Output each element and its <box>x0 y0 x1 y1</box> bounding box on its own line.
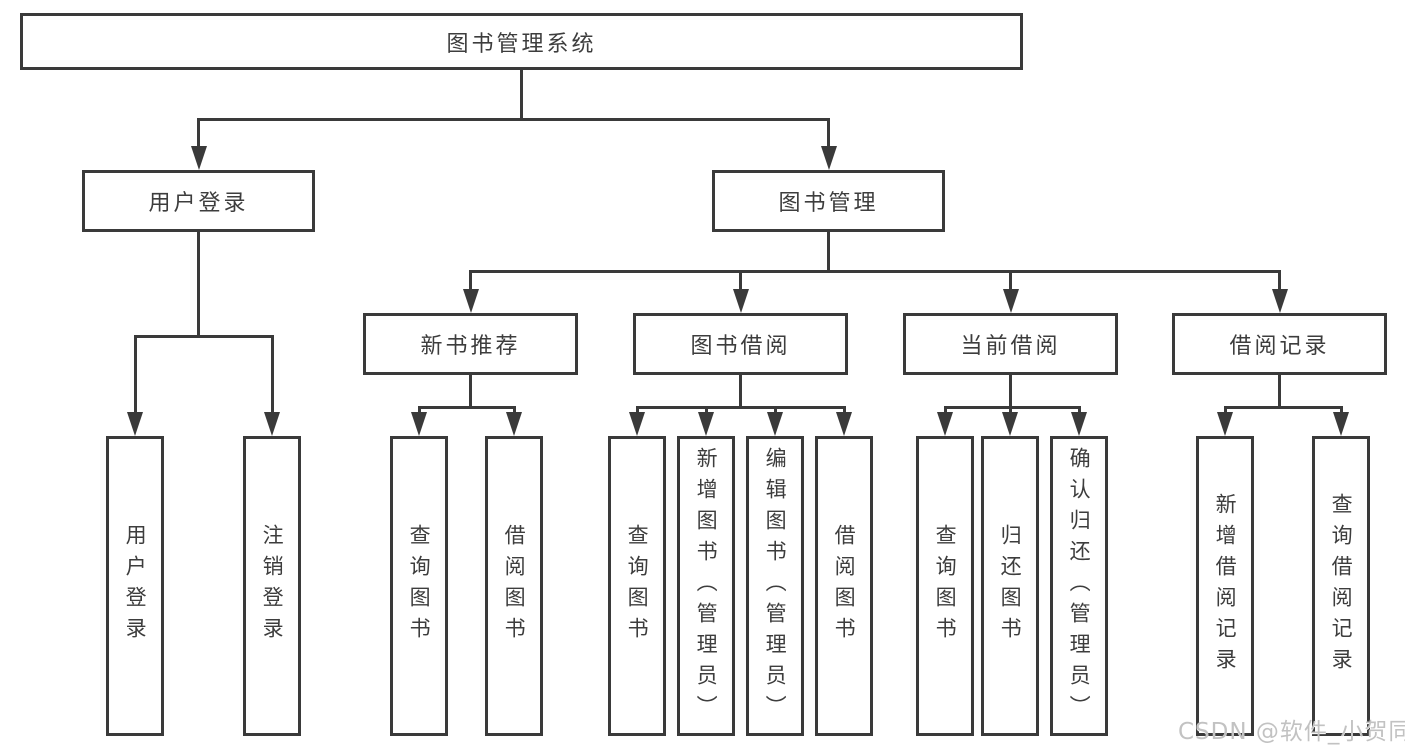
connector-line-h <box>133 335 274 338</box>
connector-line-h <box>1223 406 1343 409</box>
arrow-down-icon <box>190 146 207 170</box>
leaf-nb-query-books-label: 查询图书 <box>407 524 432 648</box>
leaf-user-login-label: 用户登录 <box>123 524 148 648</box>
node-current-borrow-label: 当前借阅 <box>960 334 1061 359</box>
arrow-down-icon <box>506 412 522 436</box>
arrow-down-icon <box>732 289 749 313</box>
connector-line-v <box>827 118 830 152</box>
arrow-down-icon <box>836 412 852 436</box>
arrow-down-icon <box>629 412 645 436</box>
leaf-bb-edit-books-admin-label: 编辑图书（管理员） <box>763 446 788 726</box>
leaf-nb-query-books: 查询图书 <box>390 436 448 736</box>
leaf-user-login: 用户登录 <box>106 436 164 736</box>
node-borrow-records-label: 借阅记录 <box>1229 334 1330 359</box>
node-borrow-records: 借阅记录 <box>1172 313 1387 375</box>
leaf-cb-query-books: 查询图书 <box>916 436 974 736</box>
leaf-bb-add-books-admin-label: 新增图书（管理员） <box>694 446 719 726</box>
leaf-br-query-record: 查询借阅记录 <box>1312 436 1370 736</box>
connector-line-v <box>469 270 472 295</box>
leaf-bb-add-books-admin: 新增图书（管理员） <box>677 436 735 736</box>
leaf-cb-confirm-return-admin-label: 确认归还（管理员） <box>1067 446 1092 726</box>
leaf-bb-borrow-books: 借阅图书 <box>815 436 873 736</box>
arrow-down-icon <box>1071 412 1087 436</box>
connector-line-v <box>739 375 742 409</box>
leaf-cb-confirm-return-admin: 确认归还（管理员） <box>1050 436 1108 736</box>
leaf-cb-return-books: 归还图书 <box>981 436 1039 736</box>
leaf-bb-edit-books-admin: 编辑图书（管理员） <box>746 436 804 736</box>
connector-line-v <box>469 375 472 409</box>
connector-line-h <box>197 118 830 121</box>
arrow-down-icon <box>767 412 783 436</box>
connector-line-v <box>520 70 523 121</box>
node-current-borrow: 当前借阅 <box>903 313 1118 375</box>
node-book-management-label: 图书管理 <box>778 191 879 216</box>
node-book-borrow-label: 图书借阅 <box>690 334 791 359</box>
leaf-br-query-record-label: 查询借阅记录 <box>1329 493 1354 679</box>
leaf-nb-borrow-books: 借阅图书 <box>485 436 543 736</box>
leaf-logout-label: 注销登录 <box>260 524 285 648</box>
arrow-down-icon <box>411 412 427 436</box>
connector-line-h <box>635 406 846 409</box>
arrow-down-icon <box>1333 412 1349 436</box>
connector-line-v <box>1278 270 1281 295</box>
arrow-down-icon <box>264 412 280 436</box>
node-root: 图书管理系统 <box>20 13 1023 70</box>
node-root-label: 图书管理系统 <box>446 31 597 57</box>
connector-line-v <box>827 232 830 273</box>
arrow-down-icon <box>1217 412 1233 436</box>
leaf-bb-borrow-books-label: 借阅图书 <box>832 524 857 648</box>
connector-line-v <box>270 335 274 418</box>
leaf-nb-borrow-books-label: 借阅图书 <box>502 524 527 648</box>
leaf-cb-return-books-label: 归还图书 <box>998 524 1023 648</box>
leaf-cb-query-books-label: 查询图书 <box>933 524 958 648</box>
leaf-br-add-record-label: 新增借阅记录 <box>1213 493 1238 679</box>
arrow-down-icon <box>462 289 479 313</box>
connector-line-h <box>469 270 1281 273</box>
watermark: CSDN @软件_小贺同学 <box>1178 719 1405 745</box>
arrow-down-icon <box>1002 289 1019 313</box>
connector-line-v <box>1009 270 1012 295</box>
arrow-down-icon <box>1271 289 1288 313</box>
node-new-book-recommend-label: 新书推荐 <box>420 334 521 359</box>
leaf-logout: 注销登录 <box>243 436 301 736</box>
node-user-login-label: 用户登录 <box>148 191 249 216</box>
connector-line-v <box>1009 375 1012 409</box>
arrow-down-icon <box>127 412 143 436</box>
connector-line-h <box>943 406 1081 409</box>
leaf-bb-query-books: 查询图书 <box>608 436 666 736</box>
node-book-management: 图书管理 <box>712 170 945 232</box>
arrow-down-icon <box>1002 412 1018 436</box>
connector-line-h <box>417 406 516 409</box>
arrow-down-icon <box>698 412 714 436</box>
connector-line-v <box>197 118 200 152</box>
leaf-bb-query-books-label: 查询图书 <box>625 524 650 648</box>
arrow-down-icon <box>820 146 837 170</box>
node-new-book-recommend: 新书推荐 <box>363 313 578 375</box>
node-book-borrow: 图书借阅 <box>633 313 848 375</box>
node-user-login: 用户登录 <box>82 170 315 232</box>
leaf-br-add-record: 新增借阅记录 <box>1196 436 1254 736</box>
connector-line-v <box>739 270 742 295</box>
connector-line-v <box>133 335 137 418</box>
connector-line-v <box>1278 375 1281 409</box>
connector-line-v <box>197 232 200 338</box>
arrow-down-icon <box>937 412 953 436</box>
